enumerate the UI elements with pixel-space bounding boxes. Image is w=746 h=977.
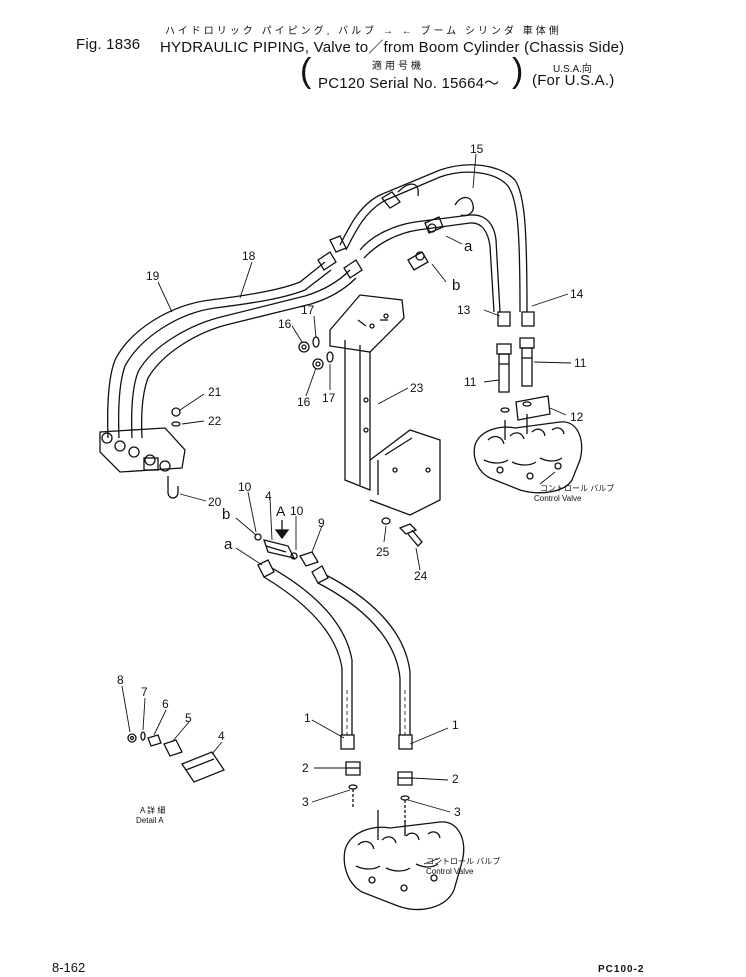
callout-4-top: 4 bbox=[265, 489, 272, 503]
callout-1-left: 1 bbox=[304, 711, 311, 725]
detail-a-en: Detail A bbox=[136, 816, 164, 825]
o-ring-12-group bbox=[500, 395, 551, 421]
callout-2-right: 2 bbox=[452, 772, 459, 786]
callout-7: 7 bbox=[141, 685, 148, 699]
callout-15: 15 bbox=[470, 142, 484, 156]
callout-arrow-A: A bbox=[276, 503, 286, 519]
bracket-23-group bbox=[329, 294, 441, 516]
model-code: PC100-2 bbox=[598, 964, 645, 975]
upper-control-valve-jp: コントロール バルブ bbox=[540, 484, 615, 493]
callout-14: 14 bbox=[570, 287, 584, 301]
callout-24: 24 bbox=[414, 569, 428, 583]
callout-17-bottom: 17 bbox=[322, 391, 336, 405]
fitting-11-group bbox=[496, 337, 535, 393]
callout-11-right: 11 bbox=[574, 356, 587, 370]
callout-16-bottom: 16 bbox=[297, 395, 311, 409]
callout-18: 18 bbox=[242, 249, 256, 263]
serial-range: PC120 Serial No. 15664～ bbox=[318, 75, 500, 92]
right-paren: ) bbox=[512, 52, 524, 90]
callout-a-top: a bbox=[464, 238, 473, 255]
lower-control-valve-group bbox=[343, 810, 465, 911]
callout-5: 5 bbox=[185, 711, 192, 725]
callout-20: 20 bbox=[208, 495, 222, 509]
callout-11-left: 11 bbox=[464, 375, 477, 389]
japanese-title: ハイドロリック パイピング, バルブ → ← ブーム シリンダ 車体側 bbox=[165, 26, 562, 37]
japanese-usa-label: U.S.A.向 bbox=[553, 64, 592, 75]
detail-a-jp: A 詳 細 bbox=[140, 806, 166, 815]
leader-lines-group bbox=[121, 153, 572, 865]
bolt-24-washer-25-group bbox=[381, 517, 423, 547]
callout-b-top: b bbox=[452, 277, 461, 294]
upper-control-valve-group bbox=[473, 414, 583, 494]
usa-note: (For U.S.A.) bbox=[532, 72, 615, 89]
lower-control-valve-en: Control Valve bbox=[426, 867, 474, 876]
hoses-group bbox=[257, 559, 413, 750]
left-pipes-group bbox=[107, 251, 363, 439]
figure-title: HYDRAULIC PIPING, Valve to／from Boom Cyl… bbox=[160, 39, 625, 56]
callout-3-right: 3 bbox=[454, 805, 461, 819]
left-paren: ( bbox=[300, 52, 312, 90]
callout-22: 22 bbox=[208, 414, 222, 428]
callout-16-top: 16 bbox=[278, 317, 292, 331]
callout-b-low: b bbox=[222, 506, 231, 523]
callout-6: 6 bbox=[162, 697, 169, 711]
callout-1-right: 1 bbox=[452, 718, 459, 732]
fittings-2-3-group bbox=[345, 761, 413, 822]
callout-25: 25 bbox=[376, 545, 390, 559]
middle-fittings-group bbox=[254, 520, 319, 567]
callout-3-left: 3 bbox=[302, 795, 309, 809]
japanese-serial-label: 適用号機 bbox=[372, 61, 424, 72]
callout-19: 19 bbox=[146, 269, 160, 283]
callout-4-detail: 4 bbox=[218, 729, 225, 743]
callout-21: 21 bbox=[208, 385, 222, 399]
tee-block-group bbox=[99, 407, 186, 499]
callout-17-top: 17 bbox=[301, 303, 315, 317]
callout-12: 12 bbox=[570, 410, 584, 424]
callout-9: 9 bbox=[318, 516, 325, 530]
detail-a-group bbox=[127, 731, 225, 783]
upper-control-valve-en: Control Valve bbox=[534, 494, 582, 503]
callout-8: 8 bbox=[117, 673, 124, 687]
callout-10-right: 10 bbox=[290, 504, 304, 518]
callout-2-left: 2 bbox=[302, 761, 309, 775]
callout-13: 13 bbox=[457, 303, 471, 317]
callout-a-low: a bbox=[224, 536, 233, 553]
upper-pipes-group bbox=[329, 164, 535, 327]
nuts-16-17-group bbox=[298, 336, 334, 370]
callout-23: 23 bbox=[410, 381, 424, 395]
page-number: 8-162 bbox=[52, 960, 86, 975]
figure-number: Fig. 1836 bbox=[76, 36, 141, 53]
callout-10-left: 10 bbox=[238, 480, 252, 494]
lower-control-valve-jp: コントロール バルブ bbox=[426, 857, 501, 866]
